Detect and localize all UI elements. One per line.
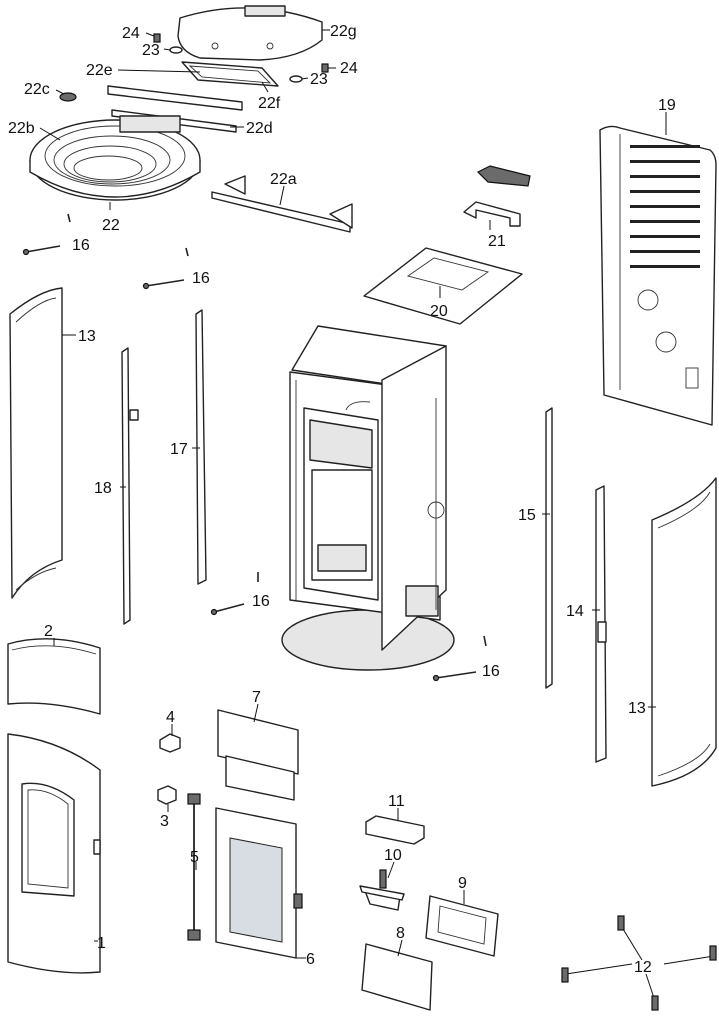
part-11-plate <box>365 815 425 845</box>
label-part-16-b: 16 <box>192 270 210 287</box>
stove-body-frame <box>281 325 455 671</box>
label-part-22d: 22d <box>246 120 273 137</box>
part-1-front-panel <box>7 733 101 974</box>
label-part-23-right: 23 <box>310 71 328 88</box>
part-2-curved-top-panel <box>7 638 101 715</box>
label-part-21: 21 <box>488 233 506 250</box>
label-part-12: 12 <box>634 959 652 976</box>
part-24-screw-left <box>153 33 161 43</box>
part-6-door <box>215 807 303 959</box>
label-part-22g: 22g <box>330 23 357 40</box>
label-part-11: 11 <box>388 793 405 810</box>
label-part-17: 17 <box>170 441 188 458</box>
label-part-2: 2 <box>44 623 53 640</box>
label-part-9: 9 <box>458 875 467 892</box>
leader-lines <box>39 29 667 959</box>
label-part-18: 18 <box>94 480 112 497</box>
label-part-6: 6 <box>306 951 315 968</box>
part-22f-gasket-frame <box>181 61 279 87</box>
label-part-5: 5 <box>190 849 199 866</box>
part-22e-plate <box>107 85 243 111</box>
part-21-handle-top <box>476 165 531 187</box>
label-part-24-right: 24 <box>340 60 358 77</box>
label-part-24-left: 24 <box>122 25 140 42</box>
label-part-1: 1 <box>97 935 106 952</box>
label-part-3: 3 <box>160 813 169 830</box>
label-part-4: 4 <box>166 709 175 726</box>
part-23-washer-right <box>289 75 303 83</box>
part-9-frame <box>425 895 499 957</box>
label-part-22e: 22e <box>86 62 113 79</box>
part-17-front-rail <box>195 309 207 585</box>
part-20-top-plate <box>363 247 523 325</box>
part-18-left-rail <box>121 347 139 625</box>
label-part-16-c: 16 <box>252 593 270 610</box>
part-5-hinge-pin <box>187 793 201 941</box>
label-part-22c: 22c <box>24 81 50 98</box>
part-3-catch <box>157 785 177 805</box>
label-part-20: 20 <box>430 303 448 320</box>
part-22a-bracket <box>211 175 353 233</box>
part-16-screw-a <box>22 245 61 256</box>
part-22c-knob <box>59 92 77 102</box>
part-22g-top-cover <box>177 5 323 61</box>
part-13-right-side-panel <box>651 477 717 787</box>
part-21-bracket <box>463 201 521 227</box>
label-part-15: 15 <box>518 507 536 524</box>
rear-panel-grille <box>630 145 700 268</box>
label-part-13-right: 13 <box>628 700 646 717</box>
part-16-screw-h <box>483 635 487 647</box>
part-13-left-side-panel <box>9 287 63 599</box>
part-22-top-grille <box>29 115 201 201</box>
part-19-rear-panel <box>599 125 717 426</box>
part-16-screw-c <box>210 603 245 616</box>
label-part-22: 22 <box>102 217 120 234</box>
label-part-16-d: 16 <box>482 663 500 680</box>
label-part-19: 19 <box>658 97 676 114</box>
part-16-screw-e <box>67 213 71 223</box>
part-number-labels: 1 2 3 4 5 6 7 8 9 10 11 12 13 13 14 15 1… <box>8 23 676 976</box>
part-4-latch <box>159 733 181 753</box>
label-part-22b: 22b <box>8 120 35 137</box>
part-16-screw-f <box>185 247 189 257</box>
part-23-washer-left <box>169 46 183 54</box>
part-15-right-rail <box>545 407 553 689</box>
part-10-pot <box>359 869 405 911</box>
part-8-plate <box>361 943 433 1011</box>
label-part-8: 8 <box>396 925 405 942</box>
label-part-22f: 22f <box>258 95 281 112</box>
label-part-7: 7 <box>252 689 261 706</box>
part-7-deflector <box>217 709 299 801</box>
label-part-16-a: 16 <box>72 237 90 254</box>
label-part-13-left: 13 <box>78 328 96 345</box>
part-16-screw-d <box>432 671 477 682</box>
label-part-10: 10 <box>384 847 402 864</box>
part-14-right-hinge-rail <box>595 485 607 763</box>
part-12-feet <box>561 915 717 1011</box>
label-part-22a: 22a <box>270 171 297 188</box>
part-16-screw-b <box>142 279 185 290</box>
label-part-23-left: 23 <box>142 42 160 59</box>
label-part-14: 14 <box>566 603 584 620</box>
